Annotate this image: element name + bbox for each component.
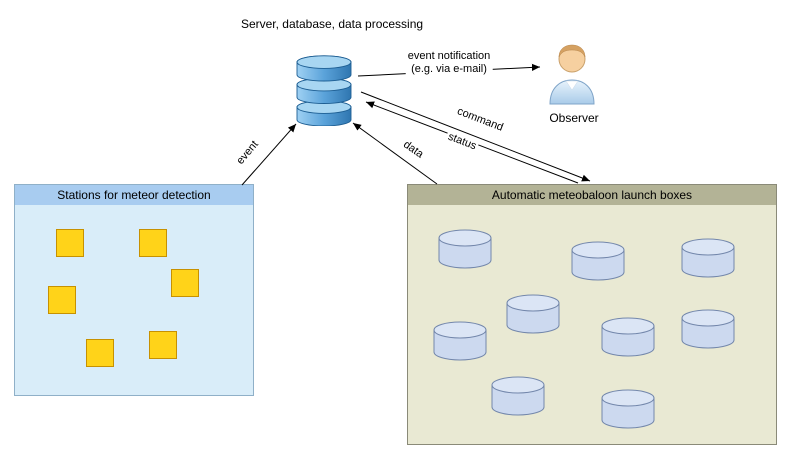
- launcher-cylinder-icon: [601, 389, 655, 429]
- station-node: [86, 339, 114, 367]
- station-node: [171, 269, 199, 297]
- launcher-cylinder-icon: [681, 309, 735, 349]
- launcher-node: [601, 317, 655, 357]
- edge-label-event: event: [233, 136, 263, 170]
- edge-label-data: data: [398, 137, 428, 163]
- edge-label-notification-line2: (e.g. via e-mail): [411, 63, 487, 75]
- observer-label: Observer: [549, 111, 599, 125]
- launch-box: Automatic meteobaloon launch boxes: [407, 184, 777, 445]
- server-label: Server, database, data processing: [240, 17, 424, 31]
- launcher-node: [506, 294, 560, 334]
- station-node: [149, 331, 177, 359]
- launcher-cylinder-icon: [491, 376, 545, 416]
- launcher-cylinder-icon: [571, 241, 625, 281]
- station-node: [139, 229, 167, 257]
- launcher-node: [681, 238, 735, 278]
- launcher-node: [571, 241, 625, 281]
- observer-person-icon: [543, 40, 601, 106]
- database-icon: [292, 54, 356, 127]
- stations-box-body: [15, 185, 253, 395]
- launcher-cylinder-icon: [433, 321, 487, 361]
- launcher-node: [491, 376, 545, 416]
- launcher-cylinder-icon: [506, 294, 560, 334]
- launcher-node: [681, 309, 735, 349]
- stations-box-title: Stations for meteor detection: [15, 185, 253, 205]
- edge-label-status: status: [444, 129, 480, 155]
- launcher-cylinder-icon: [681, 238, 735, 278]
- edge-label-notification: event notification (e.g. via e-mail): [405, 50, 493, 76]
- edge-label-notification-line1: event notification: [407, 50, 491, 62]
- edge-label-command: command: [453, 104, 507, 136]
- launch-box-title: Automatic meteobaloon launch boxes: [408, 185, 776, 205]
- launch-box-body: [408, 185, 776, 444]
- station-node: [56, 229, 84, 257]
- database-icon-svg: [296, 55, 352, 127]
- observer-person-svg: [549, 44, 595, 105]
- launcher-cylinder-icon: [601, 317, 655, 357]
- launcher-node: [601, 389, 655, 429]
- launcher-node: [433, 321, 487, 361]
- launcher-cylinder-icon: [438, 229, 492, 269]
- launcher-node: [438, 229, 492, 269]
- station-node: [48, 286, 76, 314]
- stations-box: Stations for meteor detection: [14, 184, 254, 396]
